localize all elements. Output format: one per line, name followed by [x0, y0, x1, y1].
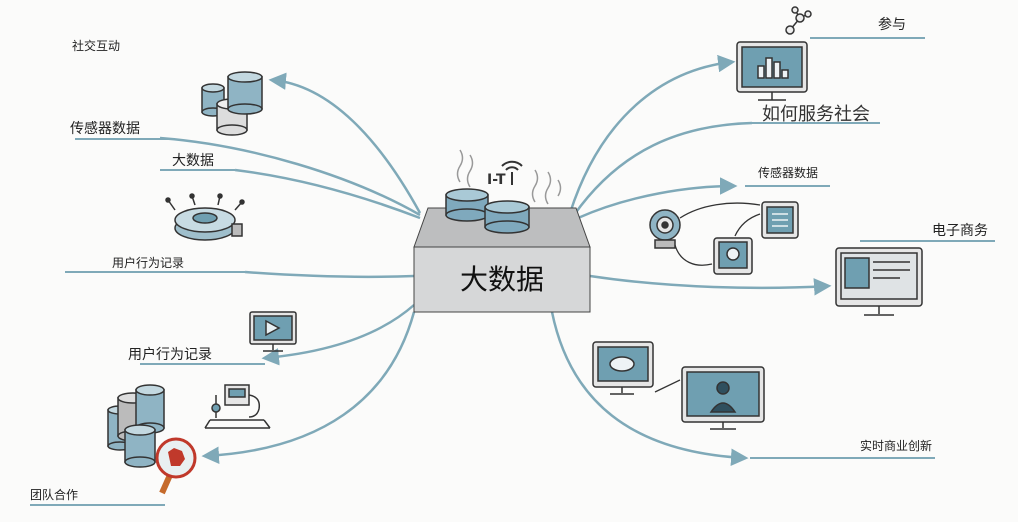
label-ecommerce: 电子商务: [932, 223, 988, 239]
connector-ecommerce: [589, 274, 832, 296]
steam-lines: [456, 149, 562, 205]
connector-bigdata-left: [234, 168, 421, 220]
chat-monitor-icon: [592, 341, 654, 395]
magnifier-icon: [155, 437, 197, 495]
label-sensor-data-left: 传感器数据: [70, 121, 140, 137]
ecommerce-monitor-icon: [835, 247, 923, 316]
tablet-device-icon: [761, 201, 799, 239]
circuit-tools-icon: [204, 384, 271, 429]
connector-sensor-left: [159, 136, 421, 217]
device-connectors: [674, 202, 761, 266]
analytics-monitor-icon: [736, 41, 808, 101]
label-underlines: [30, 37, 995, 506]
database-cylinders-icon: [445, 188, 530, 234]
connector-realtime: [550, 311, 749, 467]
video-monitor-icon: [249, 311, 297, 352]
data-cylinders-icon: [201, 71, 263, 136]
wifi-icon: [501, 160, 523, 185]
label-sensor-data-right: 传感器数据: [758, 166, 819, 180]
network-nodes-icon: [785, 6, 812, 35]
phone-device-icon: [713, 237, 753, 275]
label-social-interaction: 社交互动: [72, 39, 121, 53]
connector-behavior-2: [261, 304, 415, 366]
connector-behavior-1: [244, 270, 415, 279]
label-bigdata-left: 大数据: [172, 153, 214, 169]
connector-sensor-right: [577, 177, 738, 220]
team-cylinders-icon: [107, 384, 165, 468]
connector-participate: [568, 54, 736, 214]
label-user-behavior-2: 用户行为记录: [128, 347, 212, 363]
connector-social: [268, 72, 422, 214]
center-title: 大数据: [459, 263, 544, 296]
presenter-monitor-icon: [681, 366, 765, 430]
label-participate: 参与: [878, 17, 906, 33]
connector-society: [572, 121, 753, 216]
monitor-link: [654, 379, 681, 393]
camera-sensor-icon: [649, 209, 681, 249]
label-user-behavior-1: 用户行为记录: [112, 256, 185, 270]
sensor-ring-icon: [165, 193, 245, 241]
label-serve-society: 如何服务社会: [762, 104, 870, 125]
label-realtime-innovation: 实时商业创新: [860, 439, 933, 453]
label-teamwork: 团队合作: [30, 488, 79, 502]
iot-label: I-T: [487, 172, 506, 188]
connector-team: [201, 311, 416, 465]
connectors: [159, 54, 832, 467]
